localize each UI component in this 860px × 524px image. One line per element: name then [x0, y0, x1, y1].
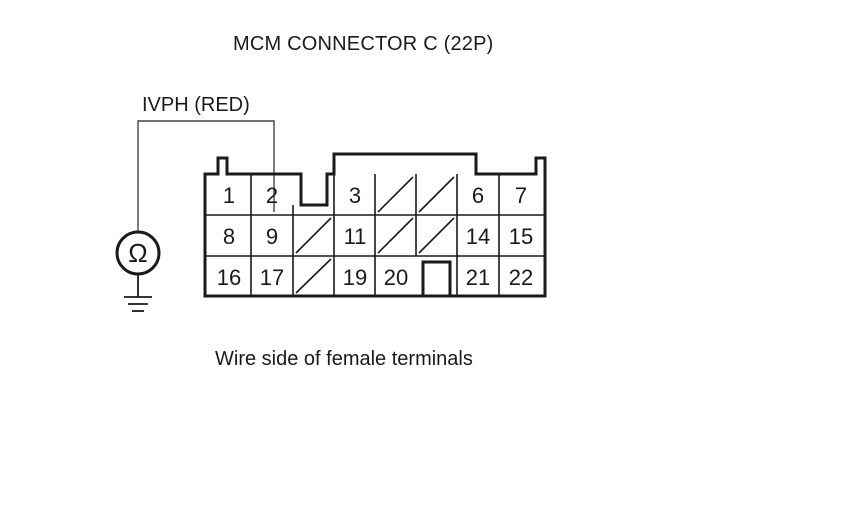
wire-label: IVPH (RED) — [142, 94, 250, 116]
blocked-cavities — [295, 176, 455, 294]
blocked-cavity — [418, 176, 455, 213]
terminal-7: 7 — [515, 183, 527, 208]
terminal-21: 21 — [466, 265, 490, 290]
diagram-title: MCM CONNECTOR C (22P) — [233, 33, 494, 55]
terminal-9: 9 — [266, 224, 278, 249]
terminal-6: 6 — [472, 183, 484, 208]
terminal-3: 3 — [349, 183, 361, 208]
terminal-17: 17 — [260, 265, 284, 290]
blocked-cavity — [295, 217, 332, 254]
terminal-15: 15 — [509, 224, 533, 249]
terminal-22: 22 — [509, 265, 533, 290]
ground-icon — [124, 274, 152, 312]
terminal-8: 8 — [223, 224, 235, 249]
ohm-symbol: Ω — [128, 238, 147, 268]
blocked-cavity — [295, 258, 332, 294]
terminal-19: 19 — [343, 265, 367, 290]
terminal-numbers: 1 2 3 6 7 8 9 11 14 15 16 17 19 20 21 22 — [217, 183, 533, 290]
ohmmeter-icon: Ω — [115, 230, 161, 276]
terminal-11: 11 — [344, 224, 367, 249]
terminal-1: 1 — [223, 183, 235, 208]
terminal-grid — [250, 174, 500, 296]
terminal-20: 20 — [384, 265, 408, 290]
terminal-16: 16 — [217, 265, 241, 290]
test-wire — [137, 120, 275, 232]
diagram-caption: Wire side of female terminals — [215, 348, 473, 370]
blocked-cavity — [377, 217, 414, 254]
blocked-cavity — [377, 176, 414, 213]
terminal-2: 2 — [266, 183, 278, 208]
blocked-cavity — [418, 217, 455, 254]
terminal-14: 14 — [466, 224, 490, 249]
